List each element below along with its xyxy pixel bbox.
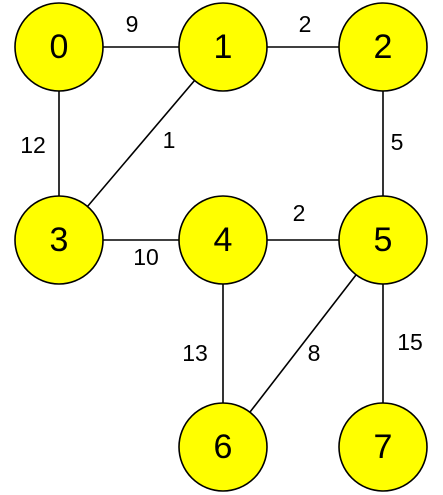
node-4: 4 (178, 195, 268, 285)
node-label-7: 7 (374, 428, 393, 466)
node-circle-1 (178, 2, 268, 92)
node-circle-7 (338, 402, 428, 492)
edge-weight-3-4: 10 (133, 244, 159, 270)
node-1: 1 (178, 2, 268, 92)
node-5: 5 (338, 195, 428, 285)
node-3: 3 (14, 195, 104, 285)
node-circle-6 (178, 402, 268, 492)
edge-weight-1-3: 1 (163, 127, 176, 153)
node-label-3: 3 (50, 221, 69, 259)
node-label-0: 0 (50, 28, 69, 66)
node-2: 2 (338, 2, 428, 92)
node-6: 6 (178, 402, 268, 492)
node-label-4: 4 (214, 221, 233, 259)
node-7: 7 (338, 402, 428, 492)
node-circle-2 (338, 2, 428, 92)
edge-weight-4-6: 13 (182, 340, 208, 366)
node-0: 0 (14, 2, 104, 92)
edge-weight-1-2: 2 (299, 11, 312, 37)
node-label-2: 2 (374, 28, 393, 66)
edge-weight-5-7: 15 (397, 329, 423, 355)
node-circle-3 (14, 195, 104, 285)
edge-weight-4-5: 2 (293, 200, 306, 226)
edge-weight-2-5: 5 (391, 129, 404, 155)
node-label-5: 5 (374, 221, 393, 259)
edge-weight-0-3: 12 (20, 132, 46, 158)
node-circle-5 (338, 195, 428, 285)
node-circle-0 (14, 2, 104, 92)
node-label-1: 1 (214, 28, 233, 66)
node-label-6: 6 (214, 428, 233, 466)
node-circle-4 (178, 195, 268, 285)
edge-weight-0-1: 9 (126, 11, 139, 37)
edge-weight-5-6: 8 (308, 340, 321, 366)
